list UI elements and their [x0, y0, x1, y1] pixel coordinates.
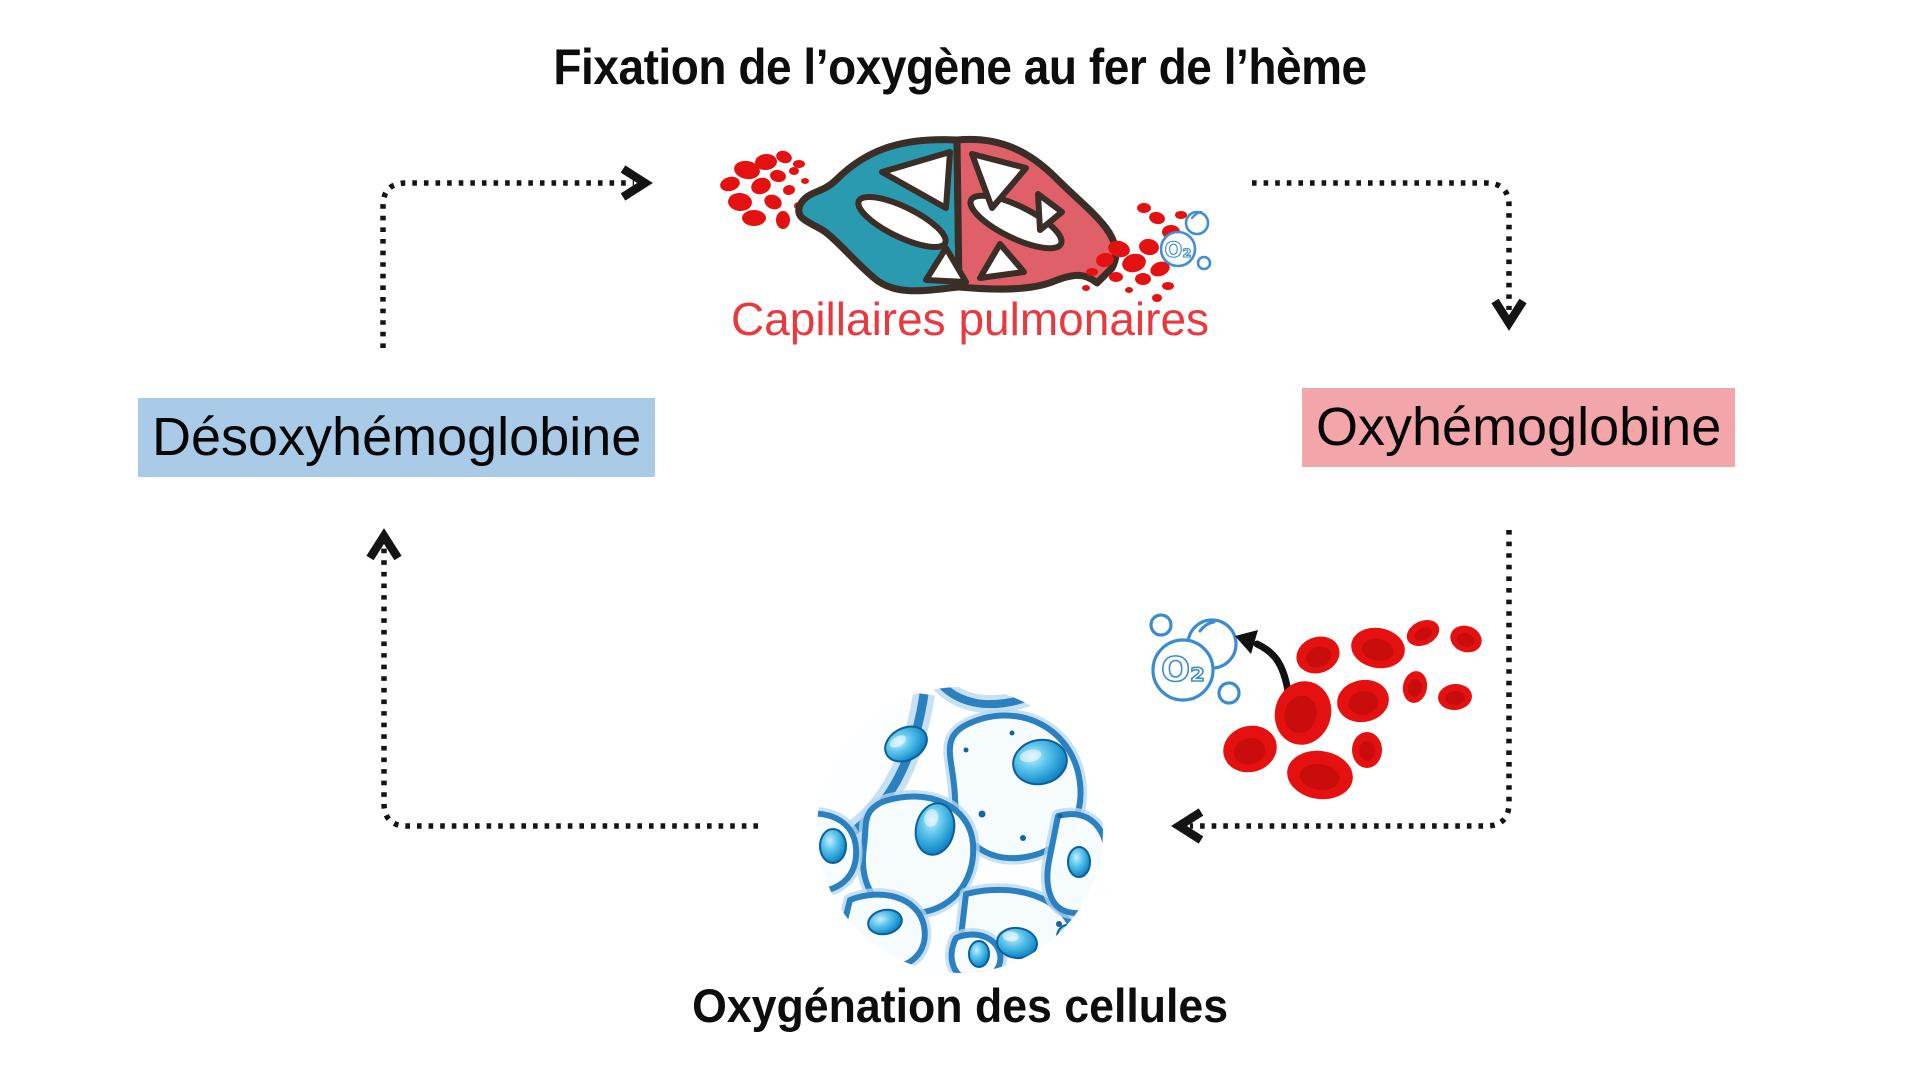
dotted-arrow-oxy-to-cells-icon — [1171, 530, 1512, 844]
oxygenation-label-text: Oxygénation des cellules — [691, 979, 1229, 1032]
dotted-arrow-cells-to-desoxy-icon — [366, 528, 758, 829]
red-blood-cells-exiting-icon — [1082, 203, 1187, 302]
dotted-arrow-capillaries-to-oxy-icon — [1252, 180, 1527, 331]
oxygenation-label: Oxygénation des cellules — [0, 978, 1920, 1033]
o2-label-large: O₂ — [1161, 650, 1205, 690]
pulmonary-capillaries-illustration: O₂ — [720, 135, 1212, 302]
capillary-network-holes — [855, 149, 1065, 285]
capillaries-caption: Capillaires pulmonaires — [730, 293, 1210, 345]
o2-bubbles-icon: O₂ — [1149, 613, 1241, 705]
desoxyhemoglobine-label: Désoxyhémoglobine — [138, 398, 656, 478]
red-blood-cells-releasing-o2-illustration: O₂ — [1149, 613, 1482, 800]
cells-micrograph — [817, 687, 1103, 973]
cell-nuclei — [819, 725, 1091, 968]
page-title-text: Fixation de l’oxygène au fer de l’hème — [553, 39, 1367, 95]
o2-bubbles-small-icon: O₂ — [1159, 210, 1212, 271]
dotted-arrow-desoxy-to-capillaries-icon — [380, 165, 653, 348]
red-blood-cells-entering-icon — [720, 150, 815, 229]
oxyhemoglobine-label: Oxyhémoglobine — [1302, 388, 1736, 468]
red-blood-cells-cluster-icon — [1223, 619, 1482, 800]
o2-label-small: O₂ — [1164, 238, 1191, 262]
o2-release-arrow-icon — [1235, 630, 1292, 695]
page-title: Fixation de l’oxygène au fer de l’hème — [0, 38, 1920, 96]
cell-organelle-dots — [963, 730, 1063, 927]
